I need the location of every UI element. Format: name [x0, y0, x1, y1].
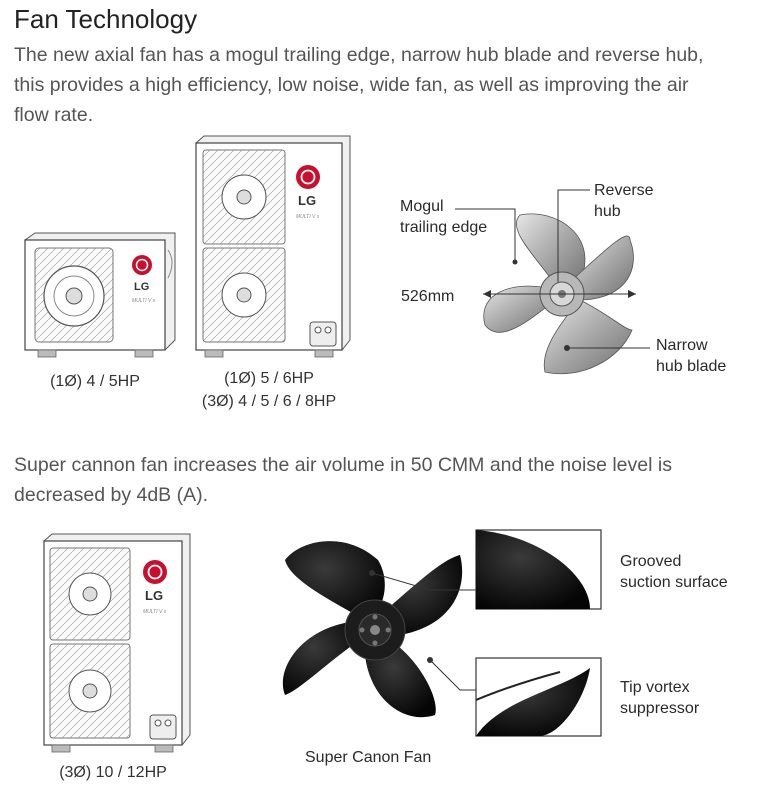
intro-line-2: this provides a high efficiency, low noi…	[14, 74, 689, 96]
large-unit-caption-1: (1Ø) 5 / 6HP	[224, 370, 314, 387]
lg-logo: LG	[296, 165, 320, 208]
super-canon-fan	[282, 529, 602, 737]
small-unit-caption: (1Ø) 4 / 5HP	[50, 373, 140, 390]
mogul-label-line-1: Mogul	[400, 198, 444, 215]
reverse-label-line-2: hub	[594, 203, 621, 220]
large-unit-caption-2: (3Ø) 4 / 5 / 6 / 8HP	[201, 393, 337, 410]
lg-logo: LG	[132, 255, 152, 293]
svg-text:LG: LG	[145, 588, 163, 603]
narrow-label-line-2: hub blade	[656, 358, 727, 375]
mogul-label-line-2: trailing edge	[400, 219, 488, 236]
diameter-label: 526mm	[401, 288, 455, 305]
axial-fan	[455, 189, 650, 375]
page-title: Fan Technology	[14, 4, 198, 34]
tip-label-line-1: Tip vortex	[620, 679, 690, 696]
grooved-label-line-1: Grooved	[620, 553, 682, 570]
small-outdoor-unit: LG MULTI V s	[24, 232, 176, 358]
reverse-label-line-1: Reverse	[594, 182, 654, 199]
large-outdoor-unit: LG MULTI V s	[195, 135, 351, 358]
narrow-label-line-1: Narrow	[656, 337, 708, 354]
large-outdoor-unit-bottom: LG MULTI V s	[43, 533, 191, 753]
section2-line-2: decreased by 4dB (A).	[14, 484, 209, 506]
grooved-label: Grooved suction surface	[620, 551, 728, 593]
svg-text:MULTI V s: MULTI V s	[296, 214, 320, 220]
svg-text:MULTI V s: MULTI V s	[143, 609, 167, 615]
narrow-hub-label: Narrow hub blade	[656, 335, 726, 377]
grooved-label-line-2: suction surface	[620, 574, 728, 591]
svg-text:MULTI V s: MULTI V s	[132, 298, 156, 304]
lg-logo: LG	[143, 560, 167, 603]
bottom-unit-caption: (3Ø) 10 / 12HP	[59, 764, 167, 781]
tip-vortex-label: Tip vortex suppressor	[620, 677, 699, 719]
intro-line-3: flow rate.	[14, 104, 94, 126]
tip-label-line-2: suppressor	[620, 700, 700, 717]
super-fan-caption: Super Canon Fan	[305, 749, 432, 766]
reverse-hub-label: Reverse hub	[594, 180, 654, 222]
svg-text:LG: LG	[134, 281, 149, 293]
mogul-label: Mogul trailing edge	[400, 196, 487, 238]
svg-text:LG: LG	[298, 193, 316, 208]
section2-line-1: Super cannon fan increases the air volum…	[14, 454, 672, 476]
intro-line-1: The new axial fan has a mogul trailing e…	[14, 44, 704, 66]
